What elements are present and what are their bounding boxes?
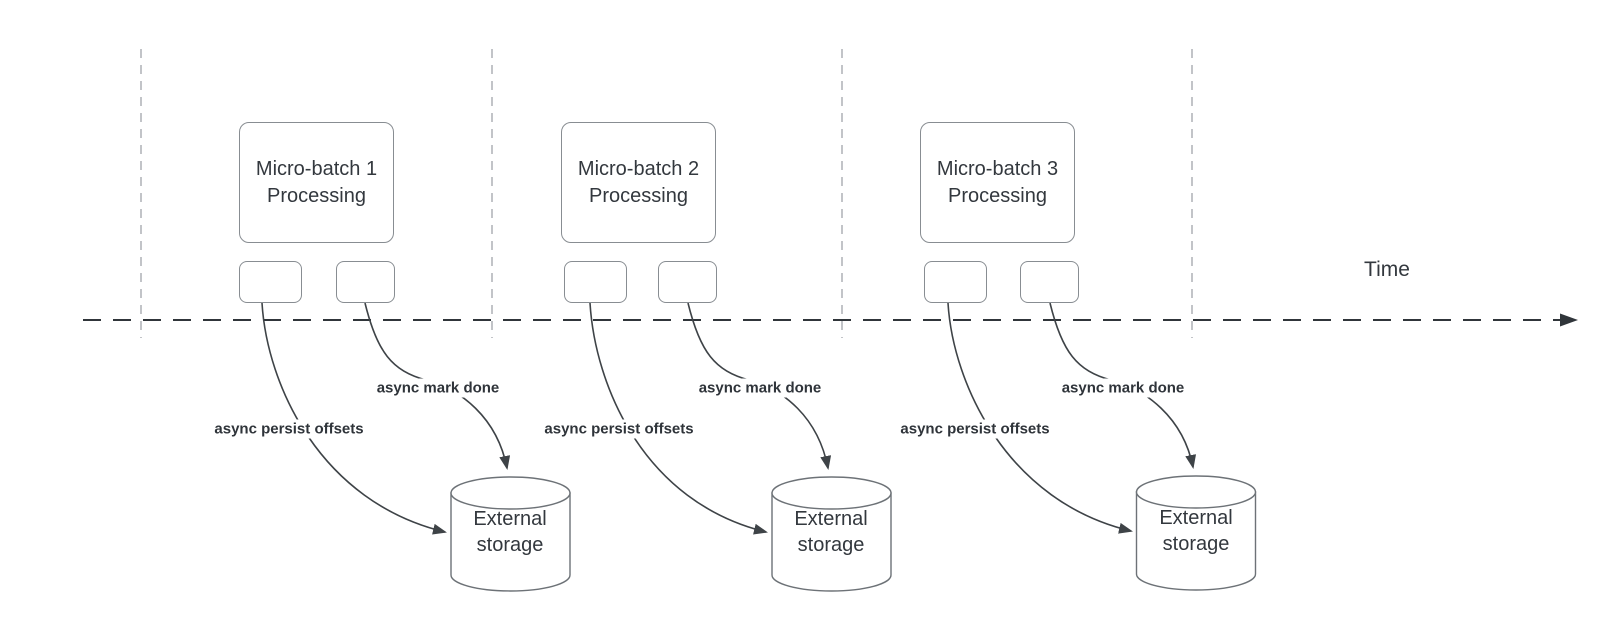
micro-batch-1-title: Micro-batch 1 Processing: [255, 157, 378, 207]
storage-cylinder-3: [1135, 475, 1257, 591]
external-storage-label-3: External storage: [1159, 507, 1233, 555]
mark-done-box-3: [1020, 261, 1079, 303]
micro-batch-2-box: Micro-batch 2 Processing: [561, 122, 716, 243]
mark-done-label-3: async mark done: [1058, 378, 1188, 398]
time-axis-label: Time: [1364, 258, 1410, 281]
storage-cylinder-1: [450, 476, 571, 592]
persist-offsets-label-1: async persist offsets: [211, 419, 367, 439]
external-storage-label-2: External storage: [794, 508, 868, 556]
micro-batch-3-title: Micro-batch 3 Processing: [936, 157, 1059, 207]
persist-offsets-label-2: async persist offsets: [541, 419, 697, 439]
persist-arrow-2: [589, 302, 768, 535]
mark-done-label-1: async mark done: [373, 378, 503, 398]
mark-done-box-1: [336, 261, 395, 303]
persist-arrow-3: [947, 302, 1133, 534]
mark-done-box-2: [658, 261, 717, 303]
offset-commit-box-2: [564, 261, 627, 303]
storage-cylinder-2: [771, 476, 892, 592]
offset-commit-box-1: [239, 261, 302, 303]
external-storage-label-1: External storage: [473, 508, 547, 556]
micro-batch-1-box: Micro-batch 1 Processing: [239, 122, 394, 243]
micro-batch-3-box: Micro-batch 3 Processing: [920, 122, 1075, 243]
micro-batch-2-title: Micro-batch 2 Processing: [577, 157, 700, 207]
persist-offsets-label-3: async persist offsets: [897, 419, 1053, 439]
offset-commit-box-3: [924, 261, 987, 303]
mark-done-label-2: async mark done: [695, 378, 825, 398]
persist-arrow-1: [261, 302, 447, 535]
